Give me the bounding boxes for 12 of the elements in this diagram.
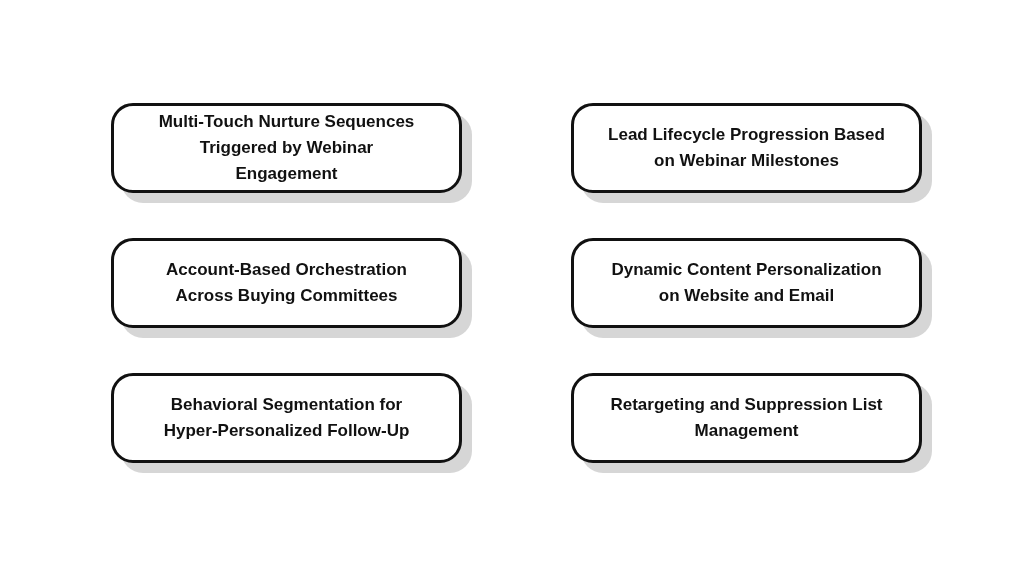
rounded-box	[571, 103, 922, 193]
rounded-box	[571, 238, 922, 328]
box-text: Behavioral Segmentation for Hyper-Personalized Follow-Up	[162, 394, 411, 442]
rounded-box	[111, 373, 462, 463]
box-text: Lead Lifecycle Progression Based on Webinar Milestones	[608, 124, 885, 172]
box-text: Dynamic Content Personalization on Website and Email	[610, 259, 883, 307]
rounded-box	[571, 373, 922, 463]
box-text: Multi-Touch Nurture Sequences Triggered by Webinar Engagement	[157, 111, 416, 185]
box-text: Retargeting and Suppression List Management	[609, 394, 884, 442]
rounded-box	[111, 103, 462, 193]
box-text: Account-Based Orchestration Across Buying Committees	[165, 259, 408, 307]
rounded-box	[111, 238, 462, 328]
